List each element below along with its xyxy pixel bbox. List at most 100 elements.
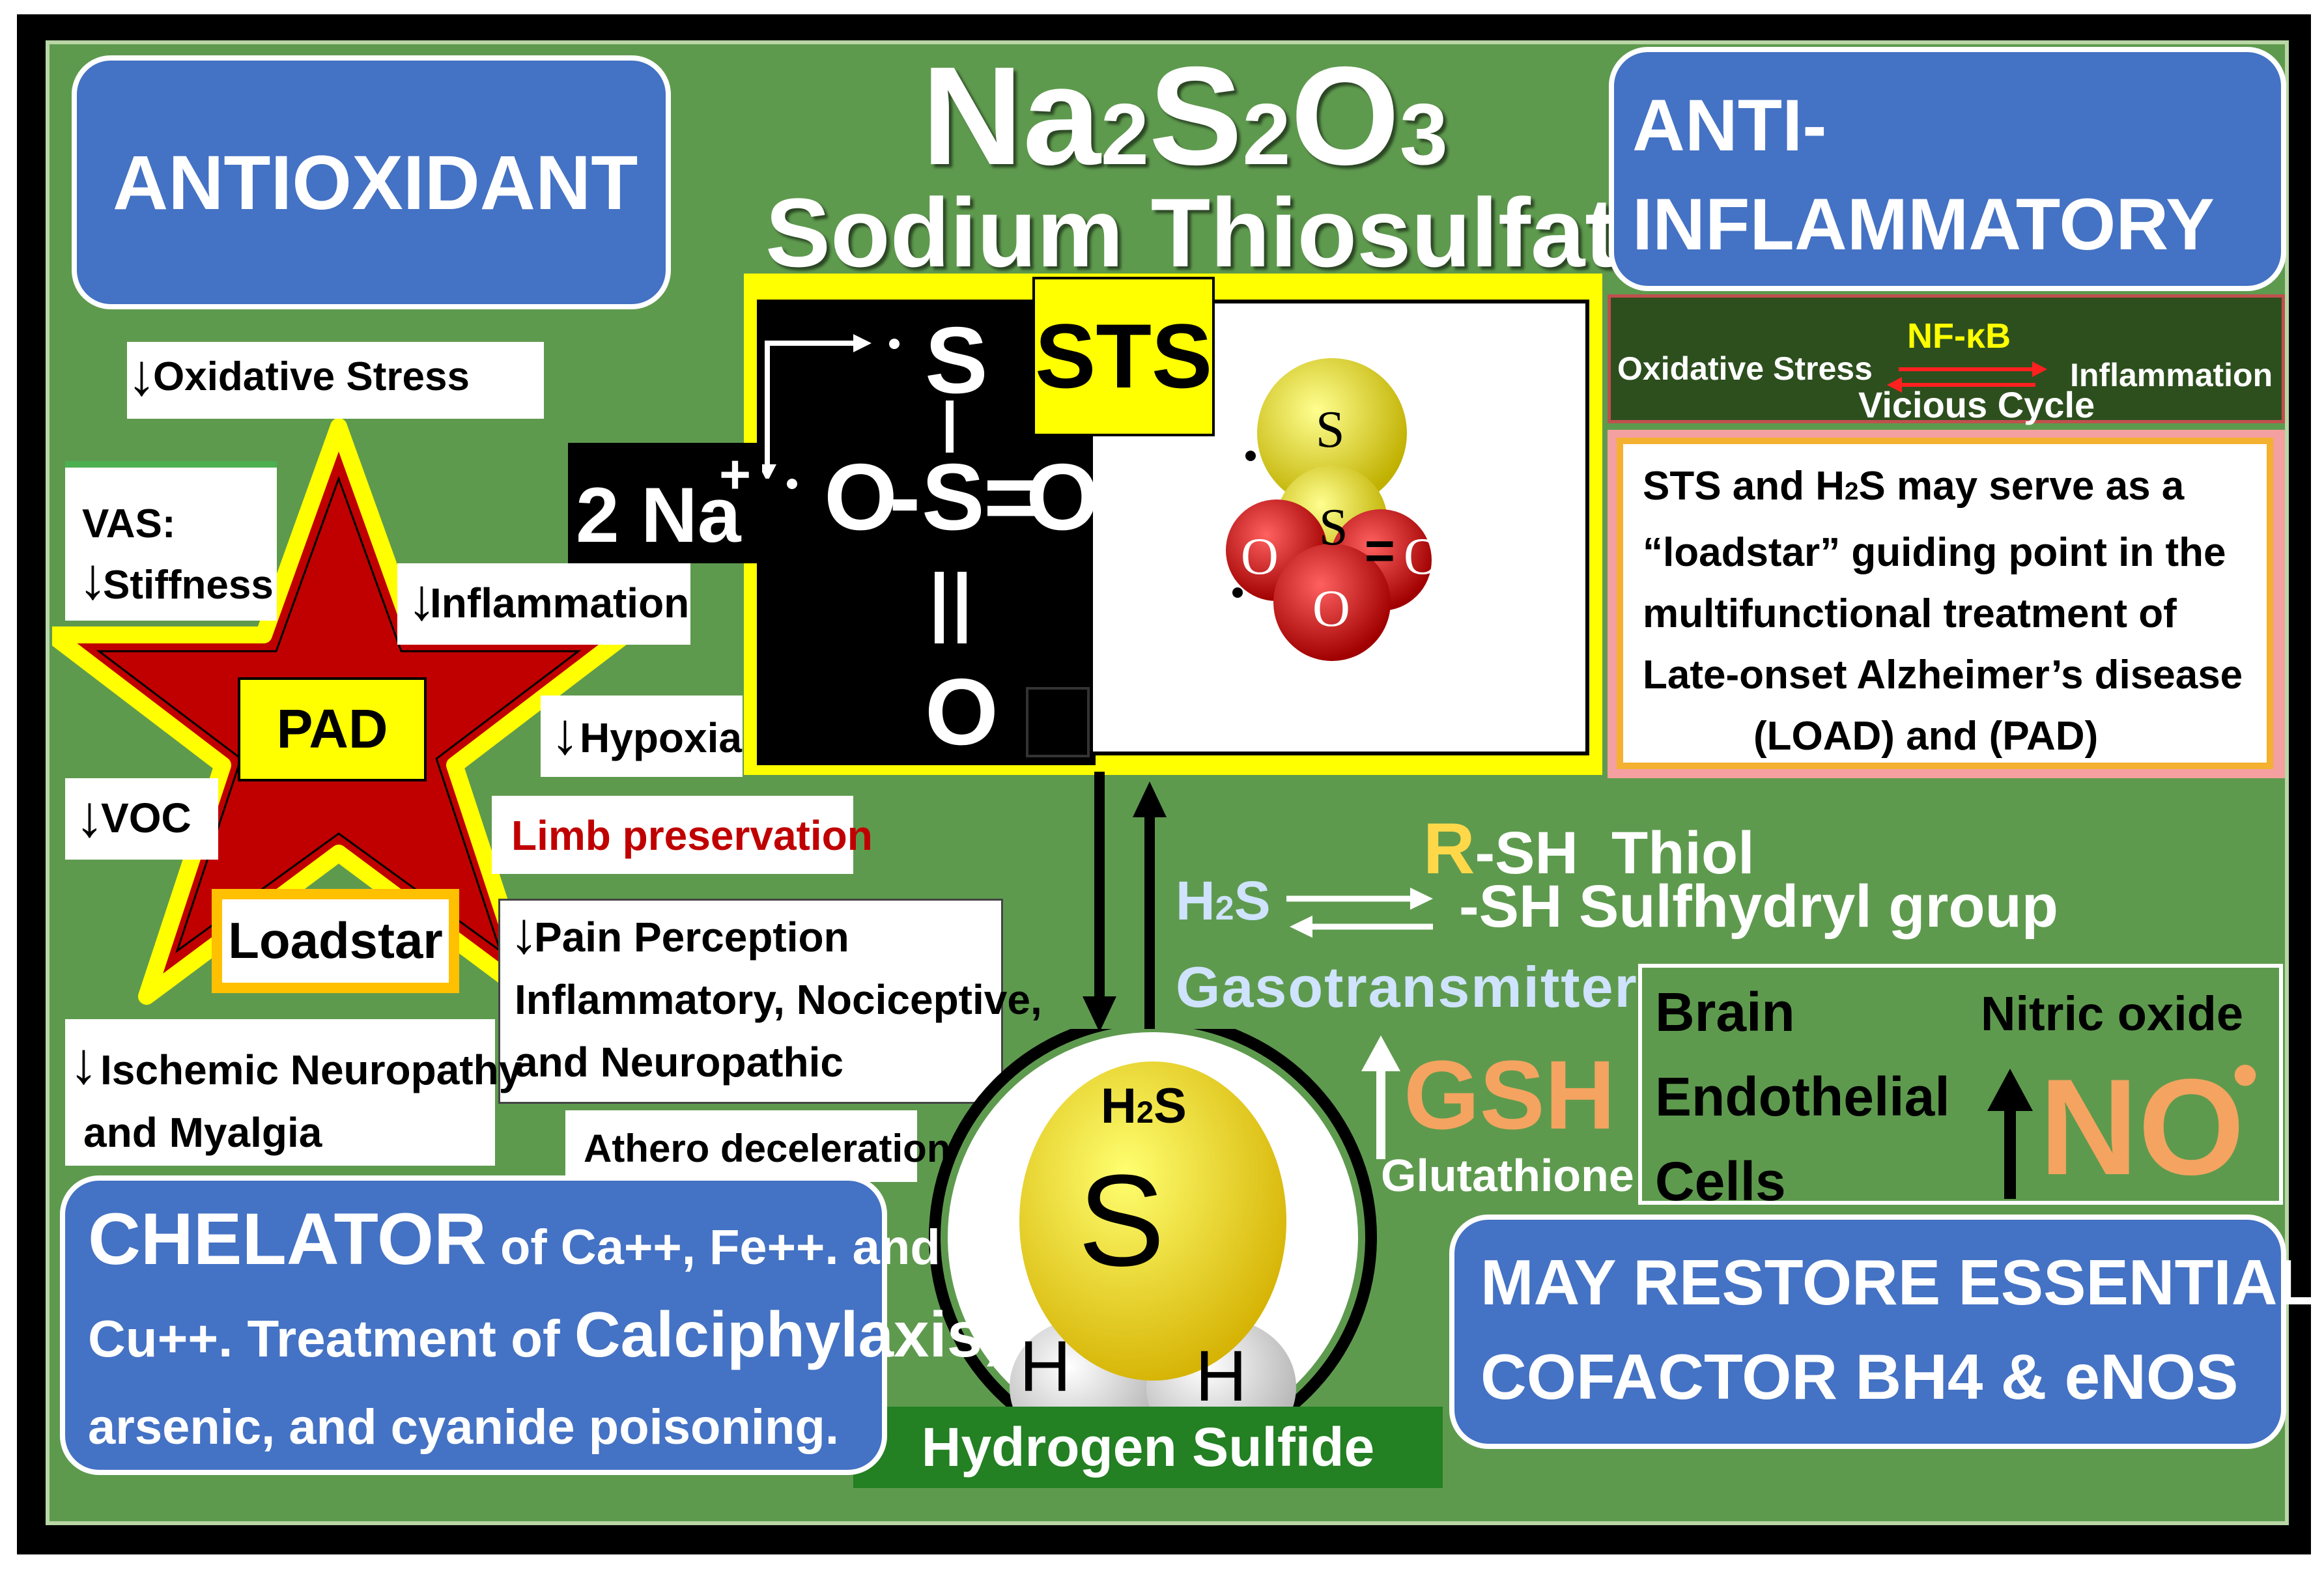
vicious-left: Oxidative Stress <box>1617 350 1873 387</box>
formula-title: Na2S2O3 <box>922 46 1448 186</box>
limb-preservation-label: Limb preservation <box>492 796 873 874</box>
down-arrow-icon: ↓ <box>407 567 436 632</box>
thiol-text: -SH Thiol <box>1475 820 1755 886</box>
gsh-label: GSH <box>1404 1040 1616 1149</box>
h2s-molecule-label: H2S <box>1101 1078 1187 1134</box>
down-arrow-icon: ↓ <box>69 1031 98 1096</box>
inflammation-label: ↓Inflammation <box>397 563 690 645</box>
atom-o-left: O <box>824 444 898 550</box>
atom-s-center: S <box>922 444 985 550</box>
vicious-cycle-bar: Oxidative Stress NF-κB Inflammation Vici… <box>1608 294 2285 425</box>
corner-square <box>1026 687 1090 757</box>
formula-sub-2b: 2 <box>1242 86 1291 183</box>
chelator-line2: Cu++. Treatment of Calciphylaxis, <box>88 1298 1000 1371</box>
restore-line2: COFACTOR BH4 & eNOS <box>1481 1341 2239 1412</box>
brain-line1: Brain <box>1655 981 1795 1043</box>
chelator-line1: CHELATOR of Ca++, Fe++. and <box>88 1197 941 1281</box>
down-arrow-icon: ↓ <box>509 901 539 966</box>
model-s1: S <box>1316 401 1345 458</box>
ischemic-label: ↓Ischemic Neuropathy and Myalgia <box>65 1019 522 1166</box>
hypoxia-label: ↓Hypoxia <box>541 696 743 777</box>
hydrogen-sulfide-caption: Hydrogen Sulfide <box>853 1407 1443 1488</box>
equilibrium-arrows-icon <box>1083 772 1167 1045</box>
pain-line2: Inflammatory, Nociceptive, <box>515 976 1042 1023</box>
thiol-line: R-SH Thiol <box>1423 808 1755 890</box>
note-line5: (LOAD) and (PAD) <box>1753 714 2099 759</box>
up-arrow-icon <box>1987 1069 2033 1199</box>
atom-s-top: S <box>925 307 988 413</box>
radical-dot: • <box>2232 1031 2260 1118</box>
note-line3: multifunctional treatment of <box>1643 591 2177 636</box>
athero-label: Athero deceleration <box>565 1110 950 1182</box>
formula-o: O <box>1290 37 1400 194</box>
formula-na: Na <box>922 37 1101 194</box>
model-double-bond: = <box>1365 522 1395 580</box>
vicious-top: NF-κB <box>1907 316 2011 356</box>
model-o3: O <box>1312 580 1350 638</box>
up-arrow-icon <box>1361 1035 1400 1159</box>
down-arrow-icon: ↓ <box>75 784 104 849</box>
formula-sub-3: 3 <box>1399 86 1448 183</box>
brain-line3: Cells <box>1655 1151 1786 1212</box>
antioxidant-box: ANTIOXIDANT <box>72 55 671 309</box>
restore-box: MAY RESTORE ESSENTIAL COFACTOR BH4 & eNO… <box>1449 1215 2316 1449</box>
chelator-line3: arsenic, and cyanide poisoning. <box>88 1399 839 1455</box>
thiol-r: R <box>1423 809 1475 889</box>
no-label: NO <box>2039 1050 2245 1203</box>
chelator-rest1: of Ca++, Fe++. and <box>486 1220 941 1275</box>
chelator-box: CHELATOR of Ca++, Fe++. and Cu++. Treatm… <box>60 1175 1000 1475</box>
brain-box: Brain Endothelial Cells Nitric oxide NO … <box>1638 964 2283 1212</box>
star-center-label: PAD <box>238 677 427 781</box>
lewis-dot-left <box>787 479 797 489</box>
chelator-line2a: Cu++. Treatment of <box>88 1310 574 1368</box>
compound-name: Sodium Thiosulfate <box>765 178 1672 287</box>
gasotransmitter-label: Gasotransmitter <box>1176 955 1638 1019</box>
atom-o-bottom: O <box>925 659 999 765</box>
down-arrow-icon: ↓ <box>127 343 156 408</box>
anti-inflammatory-line2: INFLAMMATORY <box>1632 184 2215 265</box>
ischemic-line2: and Myalgia <box>83 1109 322 1156</box>
bond-right: = <box>984 444 1039 550</box>
bond-left: - <box>889 444 921 550</box>
vicious-bottom: Vicious Cycle <box>1858 384 2095 425</box>
formula-s: S <box>1148 37 1243 194</box>
vicious-right: Inflammation <box>2070 357 2273 393</box>
bond-arrow-icon <box>762 334 872 479</box>
atom-o-right: O <box>1026 444 1099 550</box>
star-bottom-label: Loadstar <box>212 889 459 993</box>
ischemic-line1: Ischemic Neuropathy <box>100 1047 522 1093</box>
pain-line1: Pain Perception <box>534 914 849 961</box>
na-charge: + <box>719 443 752 505</box>
bond-double-bottom-a <box>935 572 944 643</box>
down-arrow-icon: ↓ <box>550 701 580 766</box>
sts-label: STS <box>1032 277 1215 436</box>
antioxidant-title: ANTIOXIDANT <box>113 140 638 226</box>
h2s-label: H2S <box>1176 870 1271 931</box>
chelator-word: CHELATOR <box>88 1198 487 1280</box>
vas-line2: Stiffness <box>103 563 274 608</box>
exchange-arrows-icon <box>1286 888 1433 938</box>
model-o2: O <box>1404 528 1441 585</box>
loadstar-note: STS and H2S may serve as a “loadstar” gu… <box>1608 430 2285 778</box>
down-arrow-icon: ↓ <box>78 546 107 611</box>
h2s-h-right: H <box>1195 1336 1247 1416</box>
chelator-line2b: Calciphylaxis, <box>574 1299 1000 1370</box>
bond-vertical-top <box>946 401 954 453</box>
molecule-model <box>1226 358 1432 661</box>
h2s-molecule-icon <box>929 1029 1377 1446</box>
oxidative-stress-label: ↓Oxidative Stress <box>127 342 544 419</box>
h2s-s-atom: S <box>1078 1148 1165 1293</box>
anti-inflammatory-line1: ANTI- <box>1632 85 1827 166</box>
note-line4: Late-onset Alzheimer’s disease <box>1643 653 2243 697</box>
voc-label: ↓VOC <box>65 778 218 860</box>
model-s2: S <box>1319 499 1348 556</box>
glutathione-label: Glutathione <box>1381 1150 1634 1201</box>
nitric-oxide-label: Nitric oxide <box>1981 987 2243 1041</box>
na-box: 2 Na + <box>568 443 763 563</box>
model-o1: O <box>1241 528 1279 585</box>
note-line1: STS and H2S may serve as a <box>1643 464 2185 509</box>
pain-perception-label: ↓Pain Perception Inflammatory, Nocicepti… <box>498 899 1042 1104</box>
vas-label: VAS: ↓Stiffness <box>65 461 277 621</box>
bidirectional-arrows-icon <box>1887 361 2047 393</box>
